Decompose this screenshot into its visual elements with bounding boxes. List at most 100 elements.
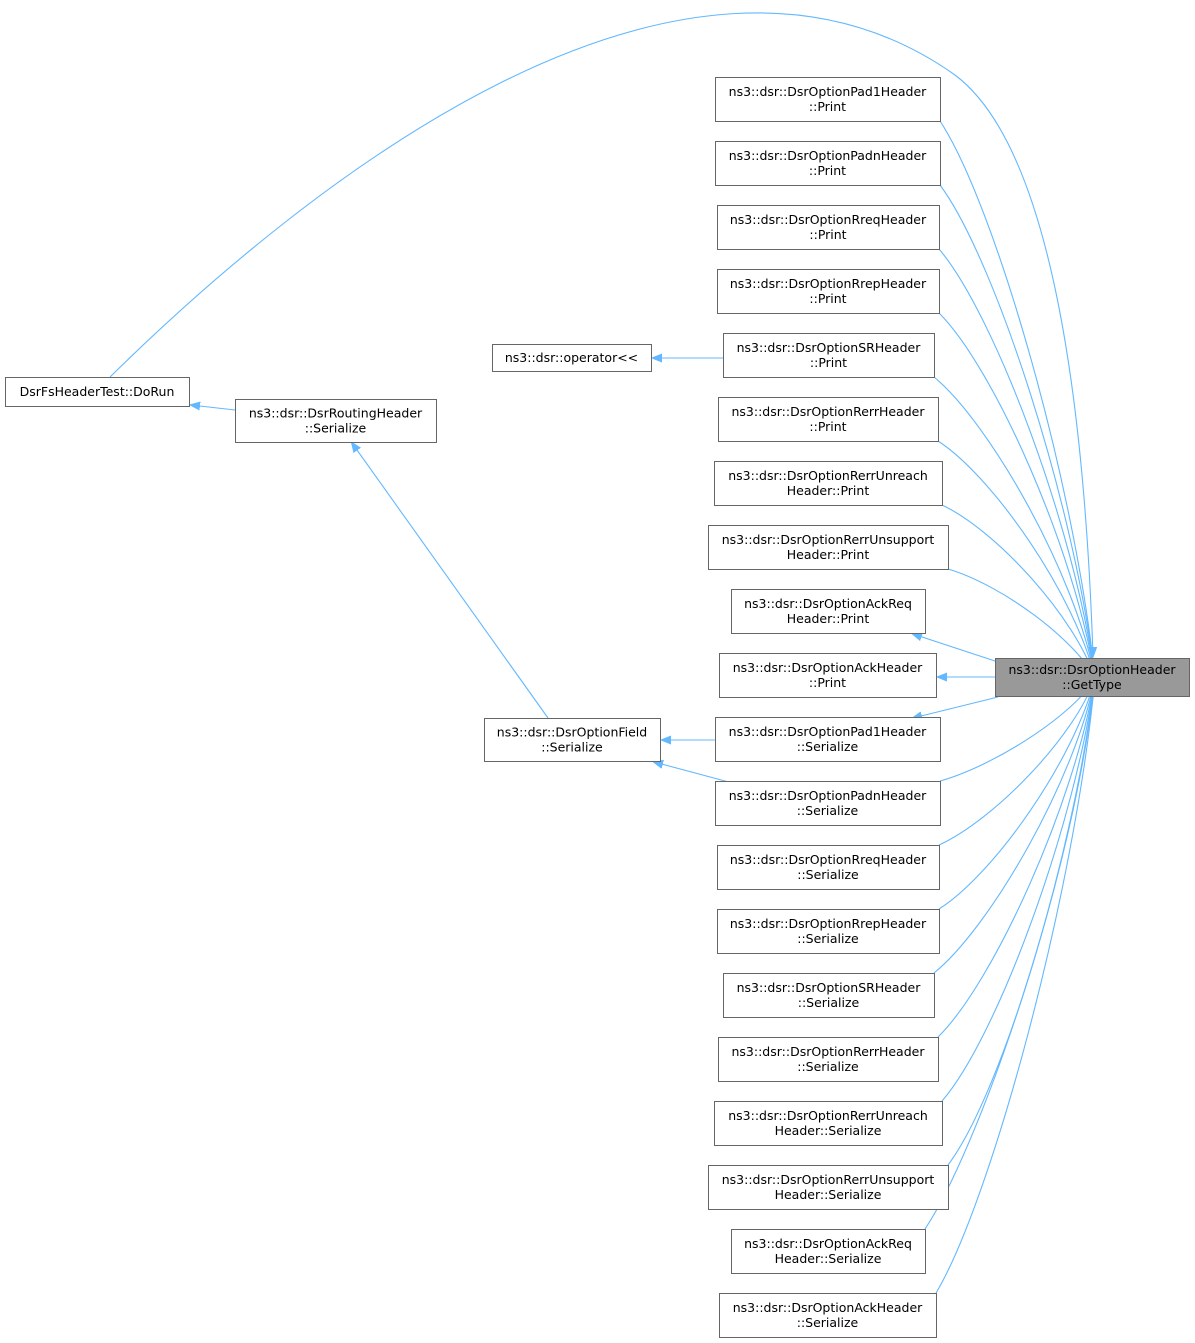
- edge-gettype-rreps: [938, 678, 1095, 910]
- edge-gettype-srs: [933, 678, 1095, 974]
- node-label: ::Serialize: [797, 1059, 859, 1074]
- node-box: [492, 344, 652, 372]
- node-box: [717, 269, 940, 314]
- edge-gettype-pad1p: [939, 120, 1095, 678]
- node-label: ns3::dsr::DsrOptionRreqHeader: [730, 212, 927, 227]
- node-padnp[interactable]: ns3::dsr::DsrOptionPadnHeader::Print: [715, 141, 941, 186]
- node-routing[interactable]: ns3::dsr::DsrRoutingHeader::Serialize: [235, 399, 437, 443]
- node-label: ::Print: [809, 163, 846, 178]
- edge-gettype-rreqp: [938, 248, 1095, 678]
- node-box: [717, 845, 940, 890]
- edge-gettype-ackreqp: [913, 634, 999, 663]
- node-label: ns3::dsr::DsrOptionRrepHeader: [730, 916, 927, 931]
- node-srs[interactable]: ns3::dsr::DsrOptionSRHeader::Serialize: [723, 973, 935, 1018]
- node-box: [484, 718, 661, 762]
- node-rreps[interactable]: ns3::dsr::DsrOptionRrepHeader::Serialize: [717, 909, 940, 954]
- node-label: ::Serialize: [797, 867, 859, 882]
- node-oplt[interactable]: ns3::dsr::operator<<: [492, 344, 652, 372]
- node-acks[interactable]: ns3::dsr::DsrOptionAckHeader::Serialize: [719, 1293, 937, 1338]
- node-box: [715, 77, 941, 122]
- node-label: Header::Print: [787, 611, 870, 626]
- node-srp[interactable]: ns3::dsr::DsrOptionSRHeader::Print: [723, 333, 935, 378]
- node-field[interactable]: ns3::dsr::DsrOptionField::Serialize: [484, 718, 661, 762]
- node-pad1p[interactable]: ns3::dsr::DsrOptionPad1Header::Print: [715, 77, 941, 122]
- node-rreqs[interactable]: ns3::dsr::DsrOptionRreqHeader::Serialize: [717, 845, 940, 890]
- node-box: [714, 1101, 943, 1146]
- edge-gettype-rerrp: [937, 440, 1095, 678]
- node-label: ns3::dsr::DsrOptionHeader: [1008, 662, 1176, 677]
- node-label: ns3::dsr::DsrOptionPad1Header: [729, 84, 927, 99]
- node-box: [723, 973, 935, 1018]
- edge-gettype-srp: [933, 376, 1095, 678]
- node-label: ::Print: [809, 419, 846, 434]
- node-label: ns3::dsr::DsrOptionPad1Header: [729, 724, 927, 739]
- node-label: ::Print: [810, 355, 847, 370]
- node-label: ::Serialize: [797, 1315, 859, 1330]
- node-label: Header::Serialize: [775, 1251, 882, 1266]
- edge-gettype-ackreqs: [924, 678, 1095, 1230]
- node-rrepp[interactable]: ns3::dsr::DsrOptionRrepHeader::Print: [717, 269, 940, 314]
- node-dorun[interactable]: DsrFsHeaderTest::DoRun: [5, 377, 190, 407]
- node-box: [717, 205, 940, 250]
- node-label: ns3::dsr::DsrOptionRrepHeader: [730, 276, 927, 291]
- edge-gettype-padnp: [939, 184, 1095, 678]
- node-box: [723, 333, 935, 378]
- node-label: ns3::dsr::DsrOptionField: [497, 725, 647, 740]
- node-unsupp[interactable]: ns3::dsr::DsrOptionRerrUnsupportHeader::…: [708, 525, 949, 570]
- node-box: [731, 589, 926, 634]
- node-label: DsrFsHeaderTest::DoRun: [20, 384, 175, 399]
- node-box: [719, 1293, 937, 1338]
- node-label: Header::Serialize: [775, 1187, 882, 1202]
- node-box: [715, 717, 941, 762]
- node-box: [731, 1229, 926, 1274]
- node-unsups[interactable]: ns3::dsr::DsrOptionRerrUnsupportHeader::…: [708, 1165, 949, 1210]
- node-gettype: ns3::dsr::DsrOptionHeader::GetType: [995, 658, 1190, 697]
- node-box: [715, 781, 941, 826]
- node-label: ns3::dsr::DsrOptionAckReq: [744, 596, 912, 611]
- node-unreachp[interactable]: ns3::dsr::DsrOptionRerrUnreachHeader::Pr…: [714, 461, 943, 506]
- node-label: ns3::dsr::DsrOptionSRHeader: [737, 340, 922, 355]
- node-label: ns3::dsr::DsrRoutingHeader: [249, 406, 423, 421]
- edges-layer: [109, 12, 1095, 1294]
- node-rreqp[interactable]: ns3::dsr::DsrOptionRreqHeader::Print: [717, 205, 940, 250]
- node-box: [719, 653, 937, 698]
- node-padns[interactable]: ns3::dsr::DsrOptionPadnHeader::Serialize: [715, 781, 941, 826]
- node-box: [995, 658, 1190, 697]
- node-label: ns3::dsr::DsrOptionSRHeader: [737, 980, 922, 995]
- node-label: Header::Serialize: [775, 1123, 882, 1138]
- edge-routing-dorun: [191, 405, 236, 410]
- node-box: [718, 1037, 939, 1082]
- edge-gettype-unreachp: [941, 504, 1095, 678]
- node-label: ns3::dsr::DsrOptionRerrHeader: [732, 1044, 926, 1059]
- edge-gettype-acks: [935, 678, 1095, 1294]
- node-pad1s[interactable]: ns3::dsr::DsrOptionPad1Header::Serialize: [715, 717, 941, 762]
- node-label: ::Serialize: [541, 740, 603, 755]
- edge-gettype-rreqs: [938, 678, 1095, 846]
- node-ackreqs[interactable]: ns3::dsr::DsrOptionAckReqHeader::Seriali…: [731, 1229, 926, 1274]
- node-label: ::Serialize: [797, 803, 859, 818]
- node-label: ns3::dsr::DsrOptionRerrUnreach: [728, 1108, 928, 1123]
- edge-gettype-rrepp: [938, 312, 1095, 678]
- node-box: [5, 377, 190, 407]
- node-label: ::Print: [809, 291, 846, 306]
- node-unreachs[interactable]: ns3::dsr::DsrOptionRerrUnreachHeader::Se…: [714, 1101, 943, 1146]
- node-box: [717, 909, 940, 954]
- node-label: ns3::dsr::DsrOptionAckHeader: [733, 660, 923, 675]
- node-box: [235, 399, 437, 443]
- node-label: ns3::dsr::DsrOptionAckHeader: [733, 1300, 923, 1315]
- node-label: ns3::dsr::DsrOptionAckReq: [744, 1236, 912, 1251]
- node-label: ::Print: [809, 675, 846, 690]
- node-box: [714, 461, 943, 506]
- node-label: ::Serialize: [797, 931, 859, 946]
- node-box: [708, 1165, 949, 1210]
- node-rerrs[interactable]: ns3::dsr::DsrOptionRerrHeader::Serialize: [718, 1037, 939, 1082]
- node-rerrp[interactable]: ns3::dsr::DsrOptionRerrHeader::Print: [718, 397, 939, 442]
- node-ackp[interactable]: ns3::dsr::DsrOptionAckHeader::Print: [719, 653, 937, 698]
- edge-dorun-gettype: [109, 12, 1093, 656]
- node-label: ns3::dsr::DsrOptionRerrUnsupport: [722, 532, 935, 547]
- node-label: ::Serialize: [797, 739, 859, 754]
- edge-gettype-rerrs: [937, 678, 1095, 1038]
- node-label: ns3::dsr::operator<<: [505, 350, 638, 365]
